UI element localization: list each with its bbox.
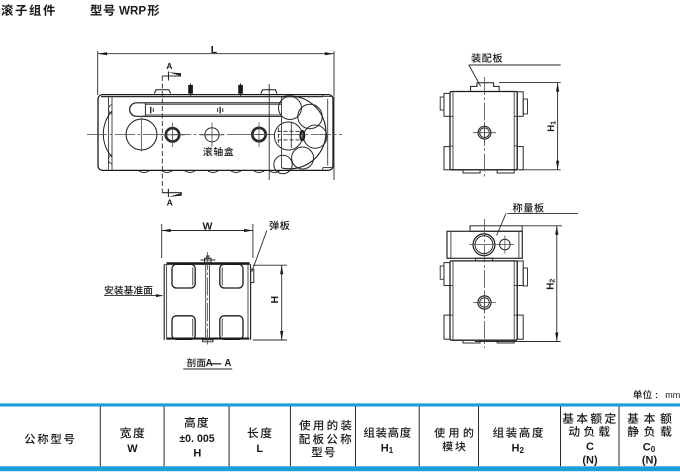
svg-text:H2: H2 (511, 443, 524, 456)
svg-text::: : (655, 390, 658, 400)
svg-text:WRP: WRP (119, 5, 146, 18)
svg-text:H1: H1 (381, 443, 394, 456)
svg-text:A: A (224, 358, 231, 369)
svg-text:H: H (193, 447, 201, 459)
svg-text:mm: mm (665, 390, 680, 400)
svg-text:L: L (211, 44, 218, 56)
svg-text:±0. 005: ±0. 005 (179, 433, 214, 445)
svg-text:A: A (166, 61, 172, 71)
svg-text:W: W (203, 220, 213, 232)
svg-text:A: A (206, 358, 213, 369)
svg-text:C: C (586, 441, 594, 453)
svg-text:(N): (N) (642, 455, 658, 467)
svg-text:(N): (N) (582, 455, 598, 467)
svg-text:H: H (269, 296, 281, 304)
svg-text:W: W (127, 443, 138, 455)
svg-text:A: A (167, 198, 173, 208)
svg-text:H1: H1 (546, 121, 557, 132)
svg-text:C0: C0 (643, 441, 656, 454)
svg-text:L: L (256, 443, 263, 455)
svg-text:H2: H2 (545, 279, 556, 290)
